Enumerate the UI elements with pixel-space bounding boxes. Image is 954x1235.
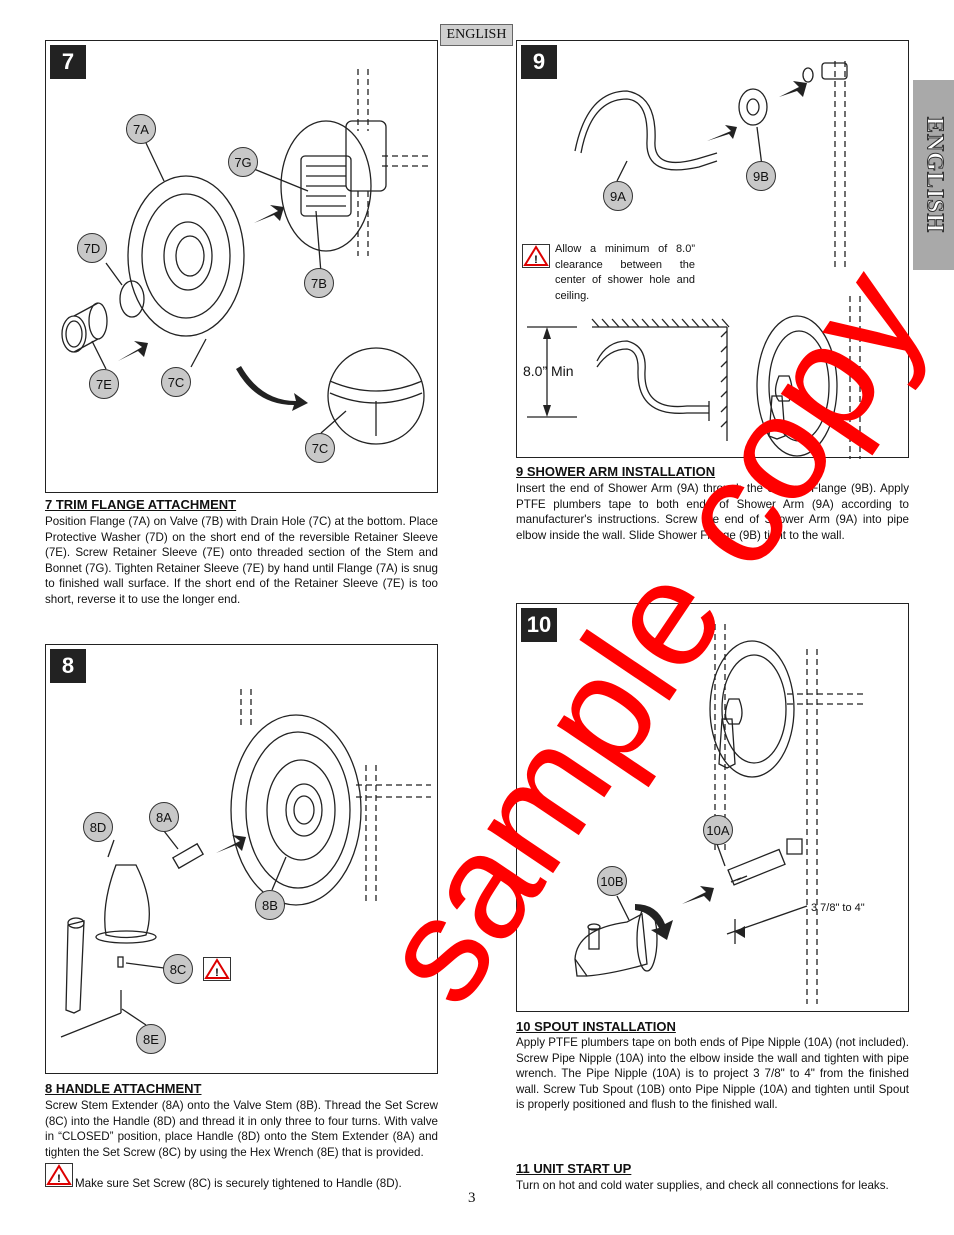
step-8-text: Screw Stem Extender (8A) onto the Valve … [45,1099,438,1159]
step-number: 9 [521,45,557,79]
step-7-text: Position Flange (7A) on Valve (7B) with … [45,515,438,606]
callout-8a: 8A [149,802,179,832]
callout-9a: 9A [603,181,633,211]
callout-10b: 10B [597,866,627,896]
step-7-panel: 7 7A 7G 7D 7B 7E 7C 7C [45,40,438,493]
callout-7g: 7G [228,147,258,177]
page-number: 3 [468,1190,476,1206]
clearance-dimension: 8.0” Min [523,363,574,379]
warning-icon: ! [45,1163,73,1187]
step-9-panel: 9 9A 9B ! Allow a minimum of 8.0” cleara… [516,40,909,459]
callout-9b: 9B [746,161,776,191]
callout-7b: 7B [304,268,334,298]
callout-7a: 7A [126,114,156,144]
callout-7c-detail: 7C [305,433,335,463]
callout-10a: 10A [703,815,733,845]
step-10-panel: 10 10A 10B 3 7/8" to 4" [516,603,909,1012]
trim-flange-illustration [61,69,431,445]
nipple-projection-dimension: 3 7/8" to 4" [811,902,865,914]
step-8-warning-text: Make sure Set Screw (8C) is securely tig… [75,1177,402,1190]
step-number: 10 [521,608,557,642]
callout-7c: 7C [161,367,191,397]
shower-arm-illustration [527,61,861,459]
step-7-heading: 7 TRIM FLANGE ATTACHMENT [45,497,237,512]
step-9-text: Insert the end of Shower Arm (9A) throug… [516,482,909,542]
step-number: 8 [50,649,86,683]
step-number: 7 [50,45,86,79]
spout-installation-illustration [574,624,867,1004]
step-10-text: Apply PTFE plumbers tape on both ends of… [516,1036,909,1111]
clearance-note: Allow a minimum of 8.0” clearance betwee… [555,243,695,302]
callout-7d: 7D [77,233,107,263]
callout-8c: 8C [163,954,193,984]
handle-attachment-illustration [60,689,431,1038]
language-tab: ENGLISH [440,24,513,46]
step-10-heading: 10 SPOUT INSTALLATION [516,1019,676,1034]
side-language-tab: ENGLISH [913,80,954,270]
warning-icon: ! [203,957,231,981]
step-9-heading: 9 SHOWER ARM INSTALLATION [516,464,716,479]
callout-7e: 7E [89,369,119,399]
step-8-panel: 8 8D 8A 8B 8C ! 8E [45,644,438,1074]
svg-text:!: ! [215,967,219,979]
callout-8d: 8D [83,812,113,842]
step-8-heading: 8 HANDLE ATTACHMENT [45,1081,202,1096]
callout-8b: 8B [255,890,285,920]
step-11-text: Turn on hot and cold water supplies, and… [516,1179,889,1192]
svg-text:!: ! [534,254,538,266]
svg-text:!: ! [57,1173,61,1185]
callout-8e: 8E [136,1024,166,1054]
step-11-heading: 11 UNIT START UP [516,1161,632,1176]
warning-icon: ! [522,244,550,268]
